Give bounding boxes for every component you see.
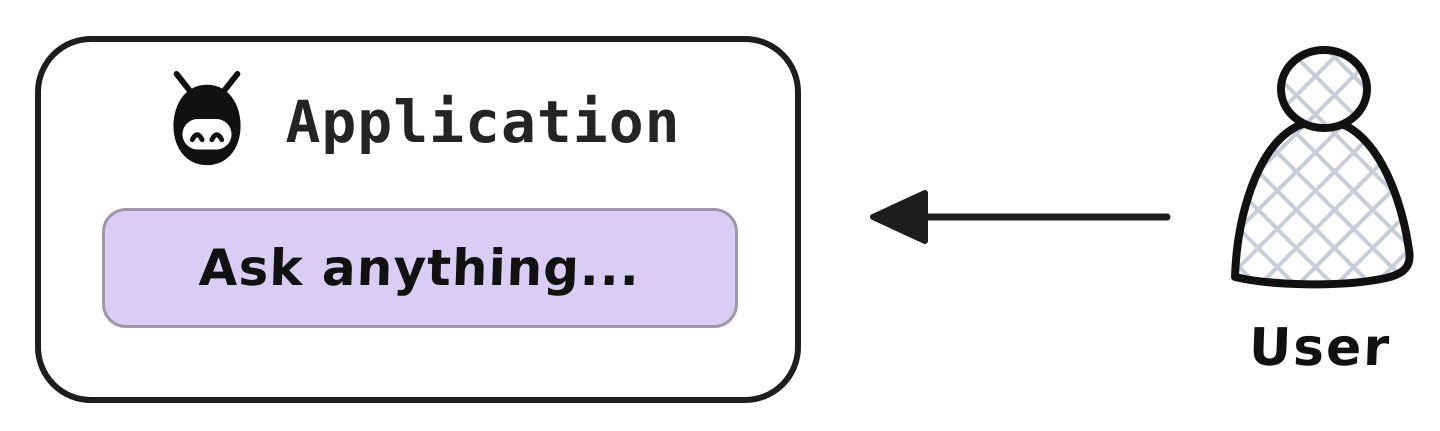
application-title: Application (285, 88, 681, 156)
application-node: Application Ask anything... (35, 36, 801, 403)
user-label: User (1247, 318, 1393, 378)
user-to-application-arrow (870, 190, 1171, 244)
user-figure-icon (1231, 46, 1414, 289)
ask-anything-input[interactable]: Ask anything... (102, 208, 738, 328)
application-header: Application (41, 68, 795, 176)
ask-anything-placeholder: Ask anything... (198, 239, 642, 297)
robot-icon (173, 70, 241, 166)
